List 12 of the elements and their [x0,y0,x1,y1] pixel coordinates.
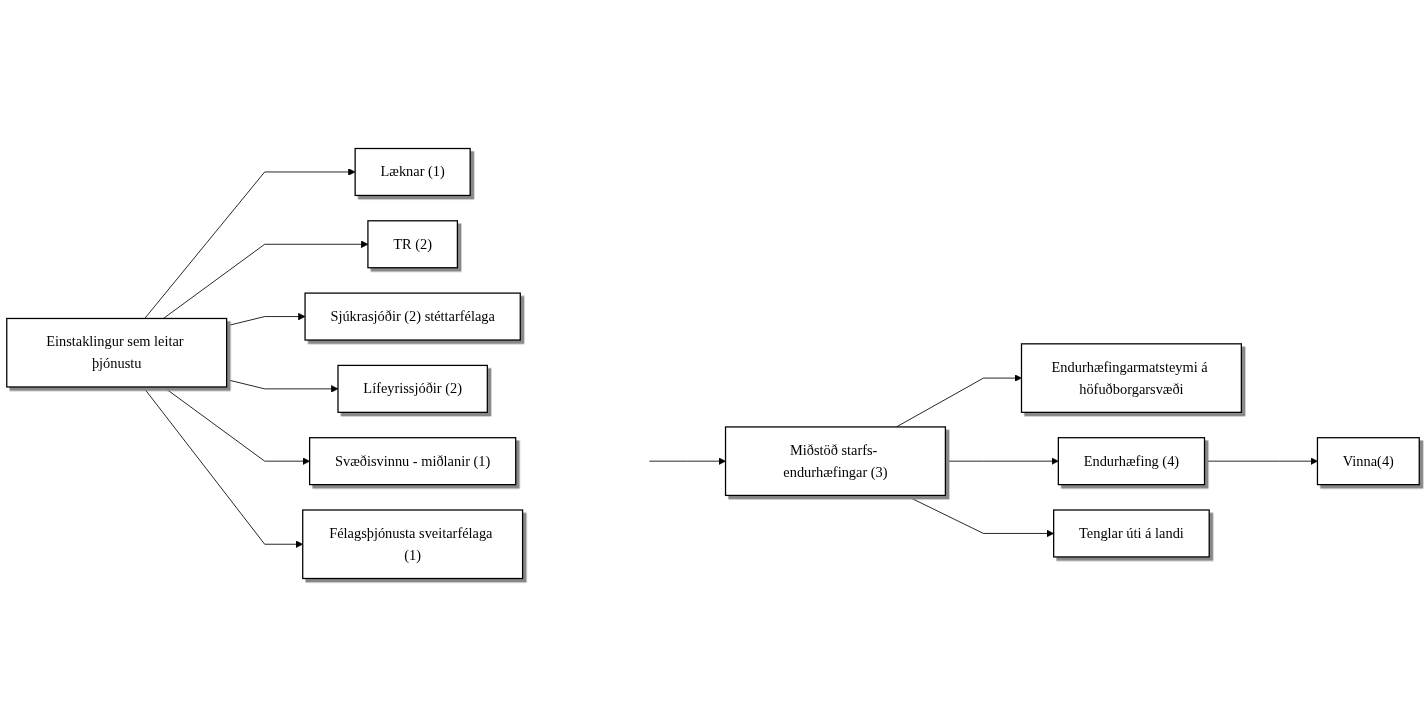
node-box: Lífeyrissjóðir (2) [337,364,488,413]
node-box: Endurhæfing (4) [1057,437,1206,486]
node-box: Einstaklingur sem leitar þjónustu [6,317,228,388]
node-box: Læknar (1) [354,147,471,197]
node-box: Miðstöð starfs- endurhæfingar (3) [724,426,947,497]
node-box: Tenglar úti á landi [1053,509,1210,558]
node-box: TR (2) [367,220,459,269]
node-box: Endurhæfingarmatsteymi á höfuðborgarsvæði [1020,343,1242,413]
node-box: Svæðisvinnu - miðlanir (1) [309,437,517,486]
node-box: Vinna(4) [1316,437,1420,486]
node-box: Sjúkrasjóðir (2) stéttarfélaga [304,292,521,341]
node-box: Félagsþjónusta sveitarfélaga (1) [302,509,524,580]
